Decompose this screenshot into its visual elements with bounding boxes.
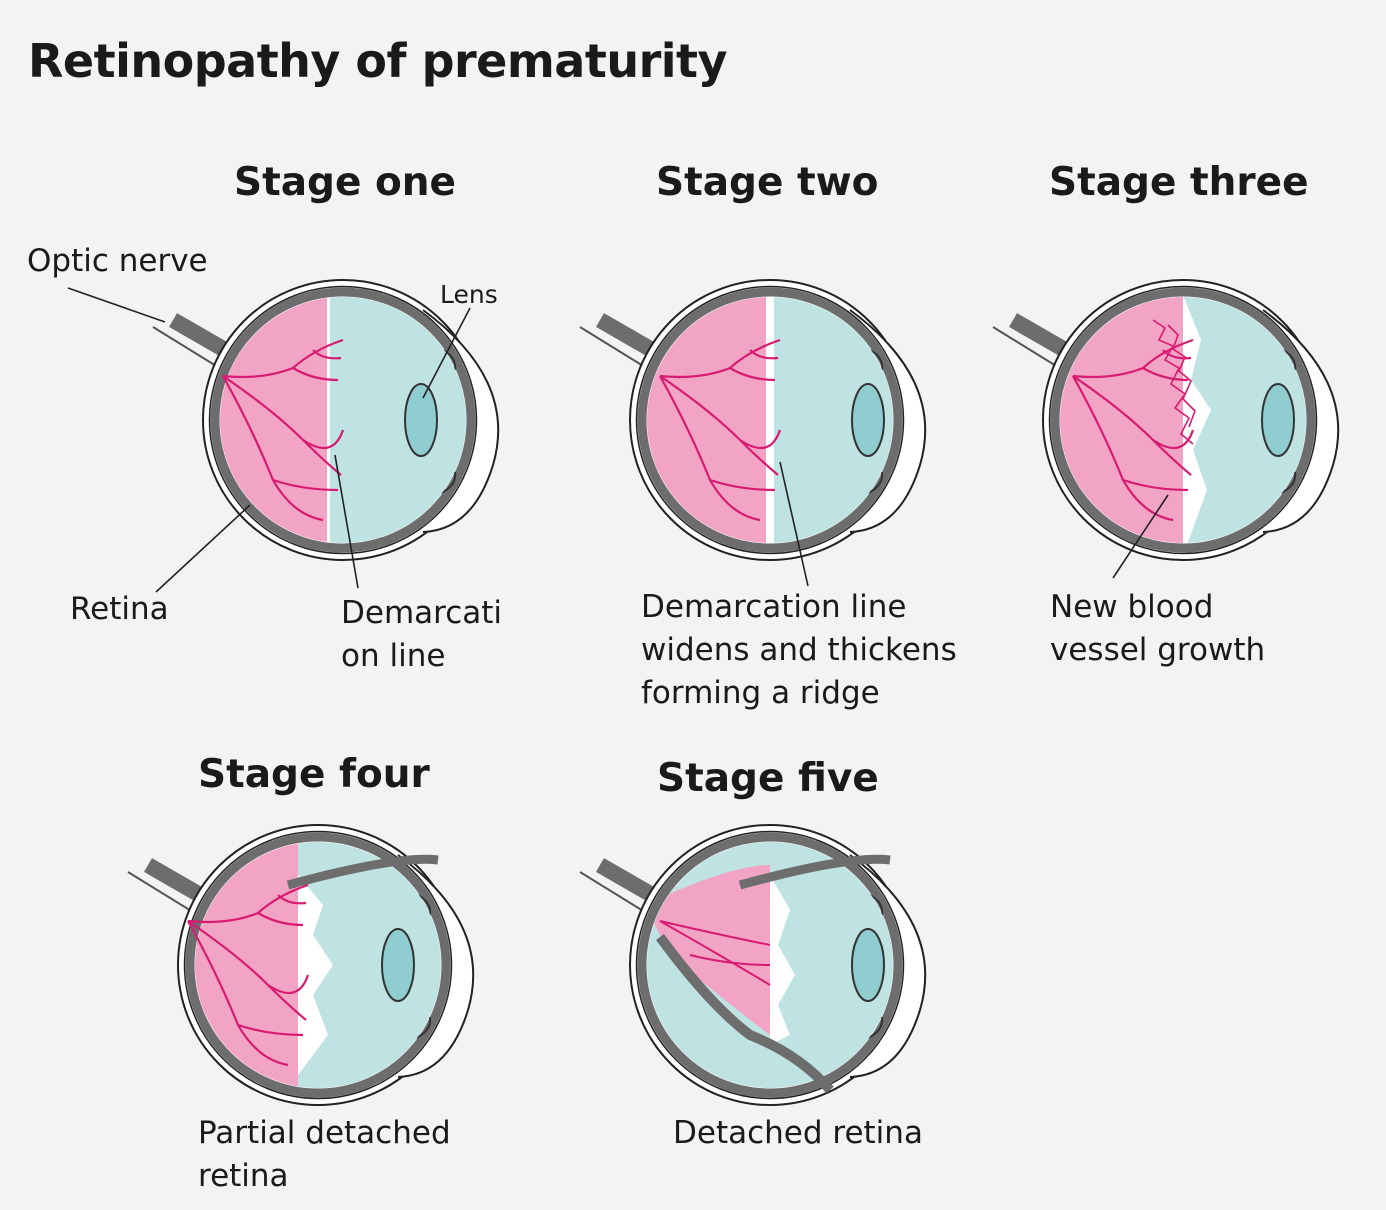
caption-line: Demarcation line <box>641 589 907 625</box>
stage-two-caption: Demarcation line widens and thickens for… <box>641 586 957 715</box>
eye-stage-two <box>580 280 925 560</box>
stage-four-title: Stage four <box>198 752 430 797</box>
eye-stage-three <box>993 280 1338 560</box>
caption-line: widens and thickens <box>641 632 957 668</box>
optic-nerve-label: Optic nerve <box>27 243 208 279</box>
caption-line: Partial detached <box>198 1115 451 1151</box>
stage-one-title: Stage one <box>234 160 457 205</box>
stage-five-caption: Detached retina <box>673 1112 923 1155</box>
eye-stage-five <box>580 825 925 1105</box>
stage-one-caption: Demarcati on line <box>341 592 502 678</box>
page-title: Retinopathy of prematurity <box>28 34 728 88</box>
stage-two-title: Stage two <box>656 160 879 205</box>
eye-stage-one <box>153 280 498 560</box>
retina-label: Retina <box>70 591 169 627</box>
caption-line: retina <box>198 1158 289 1194</box>
stage-three-caption: New blood vessel growth <box>1050 586 1265 672</box>
caption-line: Detached retina <box>673 1115 923 1151</box>
stage-four-caption: Partial detached retina <box>198 1112 451 1198</box>
caption-line: on line <box>341 638 446 674</box>
caption-line: New blood <box>1050 589 1214 625</box>
caption-line: vessel growth <box>1050 632 1266 668</box>
caption-line: forming a ridge <box>641 675 880 711</box>
eye-stage-four <box>128 825 473 1105</box>
lens-label: Lens <box>440 280 498 309</box>
stage-five-title: Stage five <box>657 756 879 801</box>
stage-three-title: Stage three <box>1049 160 1309 205</box>
caption-line: Demarcati <box>341 595 503 631</box>
